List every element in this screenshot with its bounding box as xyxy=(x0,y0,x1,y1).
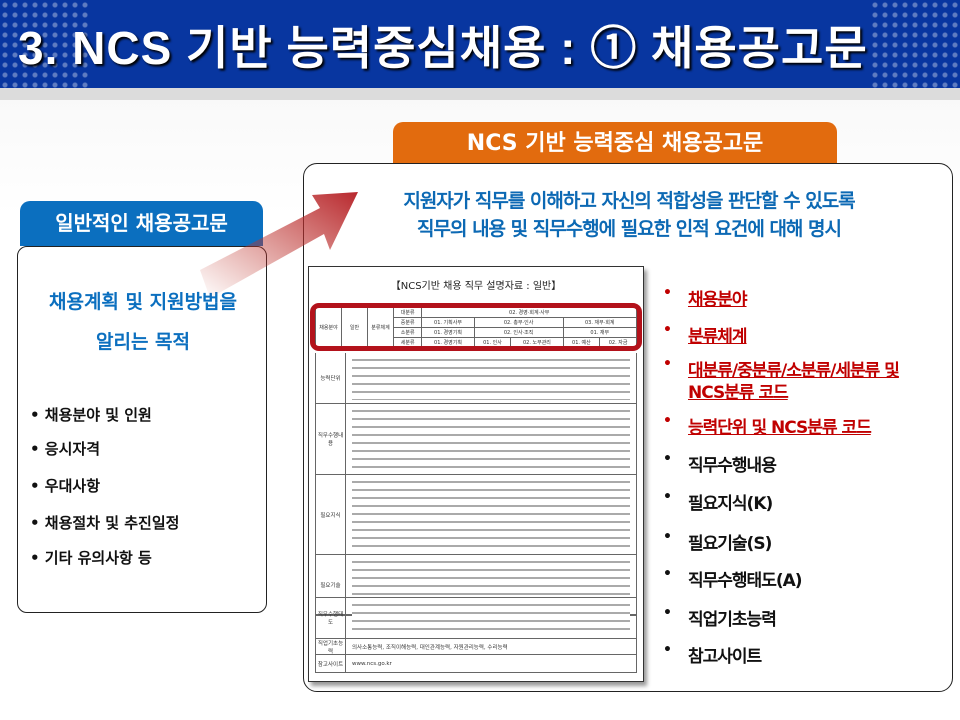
list-item: • 채용분야 및 인원 xyxy=(30,406,152,424)
row-value: www.ncs.go.kr xyxy=(352,660,392,667)
decorative-dots xyxy=(0,0,90,88)
description-line: 지원자가 직무를 이해하고 자신의 적합성을 판단할 수 있도록 xyxy=(403,190,855,212)
list-item: • 기타 유의사항 등 xyxy=(30,549,152,567)
cell: 일반 xyxy=(341,307,368,348)
document-row: 참고사이트 www.ncs.go.kr xyxy=(315,655,637,673)
general-notice-panel: 채용계획 및 지원방법을 알리는 목적 • 채용분야 및 인원 • 응시자격 •… xyxy=(17,246,267,613)
general-notice-tab: 일반적인 채용공고문 xyxy=(20,201,263,246)
document-row: 필요지식 xyxy=(315,475,637,555)
title-bar: 3. NCS 기반 능력중심채용 : ① 채용공고문 xyxy=(0,0,960,88)
purpose-line: 채용계획 및 지원방법을 xyxy=(48,291,238,313)
header-divider xyxy=(0,88,960,100)
classification-table: 채용분야 일반 분류체계 대분류 02. 경영·회계·사무 중분류 01. 기획… xyxy=(315,307,638,348)
description-line: 직무의 내용 및 직무수행에 필요한 인적 요건에 대해 명시 xyxy=(417,218,842,240)
cell: 분류체계 xyxy=(367,307,394,348)
sample-job-description-document: 【NCS기반 채용 직무 설명자료 : 일반】 채용분야 일반 분류체계 대분류… xyxy=(308,266,644,682)
document-row: 직무수행태도 xyxy=(315,597,637,639)
row-label: 직무수행내용 xyxy=(316,404,346,474)
decorative-dots xyxy=(870,0,960,88)
row-label: 필요기술 xyxy=(316,555,346,614)
purpose-line: 알리는 목적 xyxy=(95,331,190,353)
row-label: 능력단위 xyxy=(316,353,346,403)
list-item: • 우대사항 xyxy=(30,477,101,495)
highlight-box xyxy=(310,303,642,351)
row-value: 의사소통능력, 조직이해능력, 대인관계능력, 자원관리능력, 수리능력 xyxy=(352,644,508,651)
document-row: 직무수행내용 xyxy=(315,404,637,475)
list-item: • 채용절차 및 추진일정 xyxy=(30,514,180,532)
page-title: 3. NCS 기반 능력중심채용 : ① 채용공고문 xyxy=(18,22,868,74)
list-item: • 응시자격 xyxy=(30,440,101,458)
ncs-notice-tab: NCS 기반 능력중심 채용공고문 xyxy=(393,122,837,166)
row-label: 필요지식 xyxy=(316,475,346,554)
document-row: 직업기초능력 의사소통능력, 조직이해능력, 대인관계능력, 자원관리능력, 수리… xyxy=(315,639,637,655)
row-label: 참고사이트 xyxy=(316,655,346,672)
row-label: 직무수행태도 xyxy=(316,598,346,638)
document-row: 능력단위 xyxy=(315,353,637,404)
row-label: 직업기초능력 xyxy=(316,639,346,655)
document-title: 【NCS기반 채용 직무 설명자료 : 일반】 xyxy=(390,281,562,292)
